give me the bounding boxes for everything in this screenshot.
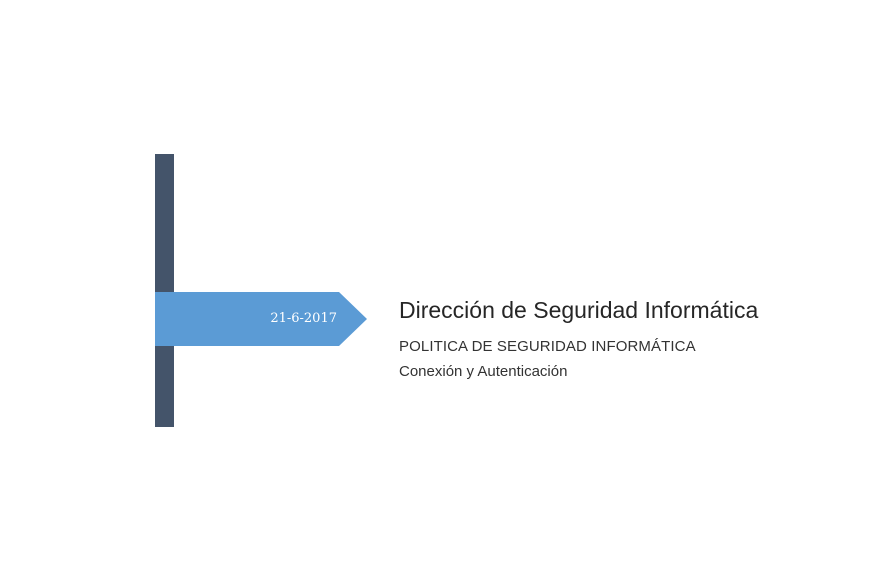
title-block: Dirección de Seguridad Informática POLIT… bbox=[399, 293, 839, 383]
document-subtitle: POLITICA DE SEGURIDAD INFORMÁTICA bbox=[399, 338, 696, 355]
document-title: Dirección de Seguridad Informática bbox=[399, 297, 759, 323]
date-banner-arrow-shape bbox=[155, 292, 367, 346]
document-topic: Conexión y Autenticación bbox=[399, 363, 568, 380]
document-date: 21-6-2017 bbox=[270, 311, 337, 326]
date-banner: 21-6-2017 bbox=[155, 292, 367, 346]
vertical-accent-bar bbox=[155, 154, 174, 427]
